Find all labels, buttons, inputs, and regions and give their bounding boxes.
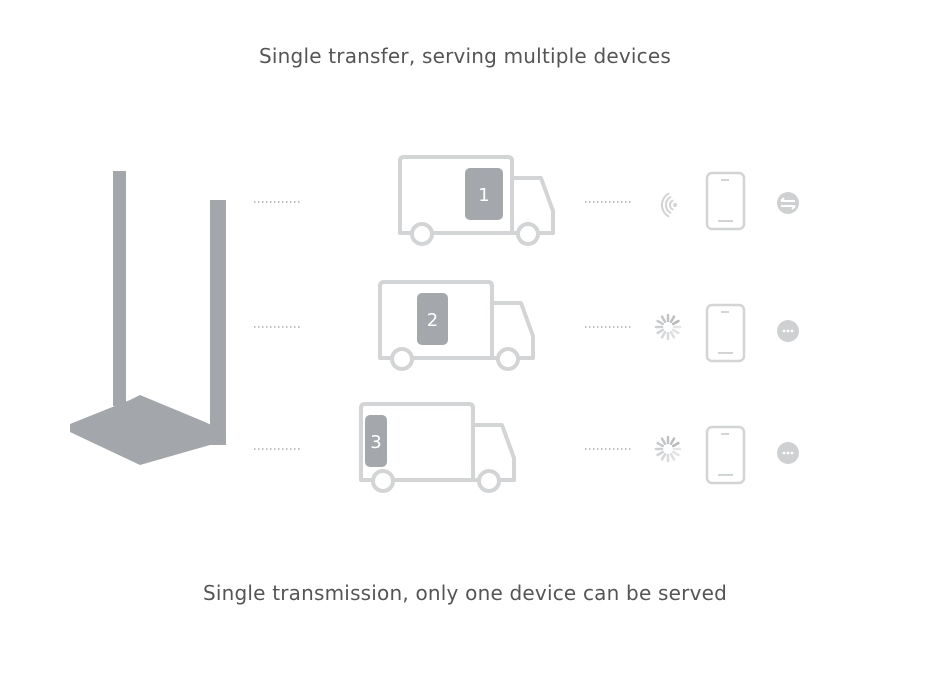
- cargo-box: [417, 293, 448, 345]
- truck-wheel: [410, 222, 434, 246]
- cargo-label: 3: [370, 432, 381, 453]
- bottom-caption: Single transmission, only one device can…: [202, 581, 728, 605]
- cargo-label: 2: [427, 310, 438, 331]
- cargo-label: 1: [478, 185, 489, 206]
- wifi-signal-icon: [660, 192, 677, 218]
- truck-wheel: [477, 469, 501, 493]
- row-2: 2: [254, 280, 799, 371]
- transfer-arrows-icon: [777, 192, 799, 214]
- router-icon: [70, 171, 226, 465]
- truck-wheel: [496, 347, 520, 371]
- phone-icon: [705, 425, 746, 485]
- truck-wheel: [371, 469, 395, 493]
- phone-icon: [705, 171, 746, 231]
- more-dots-icon: [777, 442, 799, 464]
- truck-icon: 2: [378, 280, 535, 371]
- truck-body: [359, 402, 475, 482]
- phone-icon: [705, 303, 746, 363]
- row-1: 1: [254, 155, 799, 246]
- truck-icon: 3: [359, 402, 516, 493]
- loading-spinner-icon: [654, 435, 682, 463]
- truck-wheel: [516, 222, 540, 246]
- truck-icon: 1: [398, 155, 555, 246]
- loading-spinner-icon: [654, 313, 682, 341]
- more-dots-icon: [777, 320, 799, 342]
- cargo-box: [365, 415, 387, 467]
- truck-wheel: [390, 347, 414, 371]
- top-caption: Single transfer, serving multiple device…: [259, 44, 671, 68]
- row-3: 3: [254, 402, 799, 493]
- cargo-box: [465, 168, 503, 220]
- truck-body: [378, 280, 494, 360]
- truck-body: [398, 155, 514, 235]
